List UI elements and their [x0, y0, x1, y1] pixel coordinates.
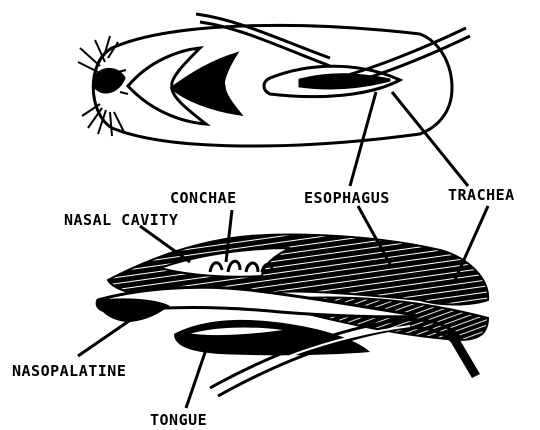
nose	[96, 69, 124, 92]
top-view	[78, 14, 470, 146]
side-view	[96, 235, 488, 396]
label-nasal-cavity: NASAL CAVITY	[64, 213, 178, 228]
label-trachea: TRACHEA	[448, 188, 515, 203]
leader-trachea-top	[392, 92, 468, 186]
tongue-shape	[174, 320, 370, 355]
label-tongue: TONGUE	[150, 413, 207, 428]
leader-nasopalatine	[78, 312, 142, 356]
label-nasopalatine: NASOPALATINE	[12, 364, 126, 379]
label-conchae: CONCHAE	[170, 191, 237, 206]
tube-top-3	[330, 28, 466, 80]
label-esophagus: ESOPHAGUS	[304, 191, 390, 206]
tube-top-1	[196, 14, 330, 58]
